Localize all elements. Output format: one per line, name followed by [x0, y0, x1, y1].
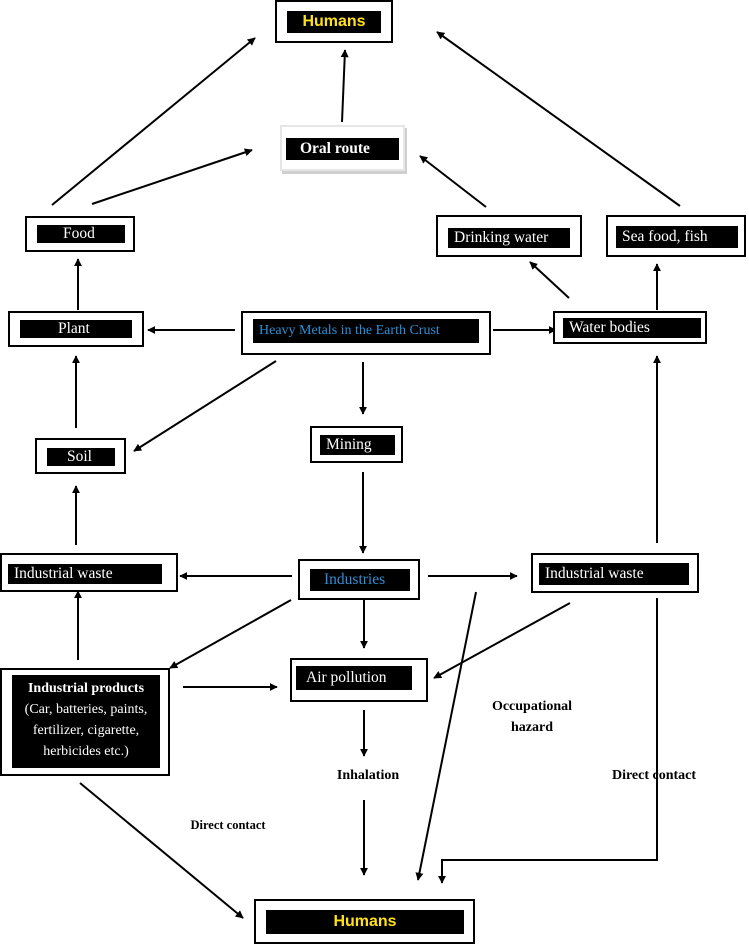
arrow-direct-contact-right: [438, 598, 658, 884]
arrow-drinking-to-oral: [419, 155, 487, 208]
industrial-products-line1: (Car, batteries, paints,: [24, 702, 148, 717]
air-pollution-box: Air pollution: [290, 658, 428, 702]
oral-route-label: Oral route: [286, 138, 399, 160]
arrow-food-to-oral: [91, 148, 253, 205]
heavy-metals-box: Heavy Metals in the Earth Crust: [241, 311, 491, 355]
industries-box: Industries: [298, 559, 420, 600]
water-bodies-label: Water bodies: [563, 318, 701, 338]
industries-label: Industries: [310, 569, 410, 591]
plant-label: Plant: [20, 320, 132, 338]
industrial-products-line2: fertilizer, cigarette,: [32, 723, 140, 738]
drinking-water-label: Drinking water: [448, 228, 570, 248]
direct-contact-left-label: Direct contact: [190, 818, 266, 832]
oral-route-box: Oral route: [280, 125, 405, 171]
industrial-waste-left-box: Industrial waste: [0, 553, 178, 592]
humans-top-box: Humans: [275, 0, 393, 43]
sea-food-box: Sea food, fish: [606, 215, 746, 257]
food-box: Food: [25, 216, 135, 252]
sea-food-label: Sea food, fish: [616, 226, 738, 248]
soil-label: Soil: [47, 448, 115, 466]
humans-bottom-label: Humans: [266, 910, 464, 934]
occupational-hazard-line2: hazard: [511, 720, 553, 735]
soil-box: Soil: [35, 438, 126, 474]
industrial-products-line3: herbicides etc.): [43, 744, 129, 759]
mining-box: Mining: [310, 426, 403, 463]
air-pollution-label: Air pollution: [296, 666, 412, 690]
humans-top-label: Humans: [287, 11, 381, 33]
industrial-waste-left-label: Industrial waste: [8, 564, 162, 584]
plant-box: Plant: [8, 311, 144, 347]
industrial-waste-right-label: Industrial waste: [539, 563, 689, 585]
water-bodies-box: Water bodies: [553, 311, 707, 344]
industrial-products-card: Industrial products (Car, batteries, pai…: [12, 675, 160, 768]
food-label: Food: [37, 225, 125, 243]
direct-contact-right-label: Direct contact: [611, 768, 697, 783]
arrow-industries-to-products: [169, 599, 292, 669]
arrow-metals-to-soil: [133, 360, 277, 452]
arrow-direct-contact-left: [79, 782, 244, 919]
industrial-products-box: Industrial products (Car, batteries, pai…: [0, 668, 170, 776]
arrow-seafood-to-humans: [436, 31, 681, 207]
arrow-waste-right-to-air: [433, 602, 571, 679]
industrial-products-title: Industrial products: [27, 681, 145, 696]
occupational-hazard-line1: Occupational: [491, 699, 573, 714]
arrow-water-to-drinking: [529, 261, 570, 299]
industrial-waste-right-box: Industrial waste: [531, 553, 699, 593]
mining-label: Mining: [320, 435, 395, 455]
drinking-water-box: Drinking water: [436, 215, 582, 257]
arrow-food-to-humans: [51, 37, 256, 206]
heavy-metals-label: Heavy Metals in the Earth Crust: [253, 319, 479, 343]
arrow-oral-to-humans: [340, 49, 349, 123]
occupational-hazard-label: Occupational hazard: [472, 696, 592, 738]
humans-bottom-box: Humans: [254, 899, 475, 944]
inhalation-label: Inhalation: [336, 768, 400, 783]
arrow-occupational-hazard: [415, 591, 477, 881]
